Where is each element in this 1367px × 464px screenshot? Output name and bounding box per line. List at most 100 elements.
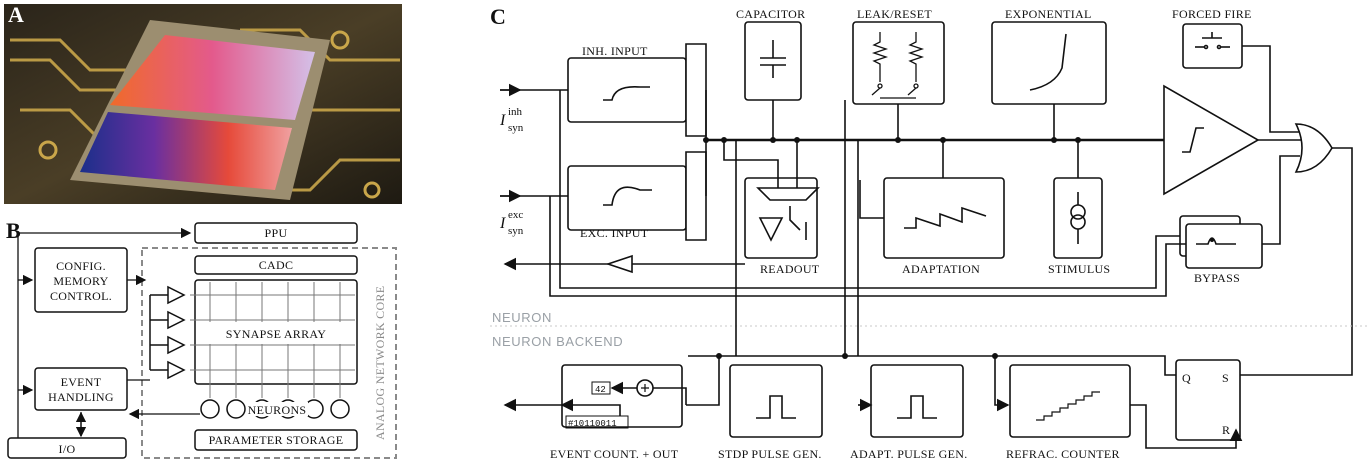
config-line-2: MEMORY — [53, 274, 108, 288]
adder-out-wire — [653, 387, 687, 405]
capacitor-label: CAPACITOR — [736, 7, 805, 21]
bypass-box — [1185, 223, 1263, 269]
exc-input-label: EXC. INPUT — [580, 226, 649, 240]
readout-box — [744, 177, 818, 259]
exc-input-buffer — [685, 151, 707, 241]
event-line-1: EVENT — [61, 375, 102, 389]
ff-s-label: S — [1222, 371, 1229, 385]
stdp-pulse-box — [729, 364, 823, 438]
stimulus-box — [1053, 177, 1103, 259]
stimulus-label: STIMULUS — [1048, 262, 1110, 276]
bypass-in-wire — [549, 196, 1186, 297]
ppu-label: PPU — [265, 226, 288, 240]
event-line-2: HANDLING — [48, 390, 114, 404]
capacitor-icon — [760, 40, 786, 78]
refrac-counter-box — [1009, 364, 1131, 438]
svg-text:syn: syn — [508, 122, 524, 134]
counter-value: 42 — [595, 385, 606, 395]
io-box — [7, 437, 127, 459]
synapse-array-label: SYNAPSE ARRAY — [226, 327, 327, 341]
staircase-icon — [1036, 391, 1100, 421]
chip-region-lower — [80, 112, 292, 190]
panel-c: C INH. INPUT EXC. INPUT I inh syn I exc … — [490, 4, 1367, 461]
i-syn-inh: I inh syn — [499, 83, 524, 134]
stdp-pulse-icon — [756, 395, 796, 419]
analog-core-label: ANALOG NETWORK CORE — [373, 286, 387, 440]
address-value: #10110011 — [568, 419, 617, 429]
inh-input-box — [567, 57, 687, 123]
switch-icon — [789, 206, 807, 240]
section-neuron-label: NEURON — [492, 310, 552, 325]
adapt-pulse-icon — [897, 395, 937, 419]
comparator-triangle — [1163, 84, 1260, 196]
event-handling-box — [34, 367, 128, 411]
board-pads — [38, 30, 381, 199]
exc-input-box — [567, 165, 687, 231]
bypass-to-or-wire — [1262, 155, 1300, 245]
cadc-label: CADC — [259, 258, 294, 272]
inh-kernel-icon — [603, 85, 650, 101]
backend-bus — [688, 355, 1176, 376]
ppu-box — [194, 222, 358, 244]
adaptation-label: ADAPTATION — [902, 262, 980, 276]
config-line-3: CONTROL. — [50, 289, 112, 303]
address-display — [565, 415, 629, 429]
cadc-box — [194, 255, 358, 275]
panel-c-label: C — [490, 4, 506, 29]
resistor-icon — [871, 32, 925, 99]
stdp-pulse-label: STDP PULSE GEN. — [718, 447, 822, 461]
comparator-icon — [1182, 127, 1204, 153]
readout-wire-1 — [723, 140, 779, 188]
or-out-wire — [1240, 147, 1353, 376]
counter-display — [591, 381, 611, 395]
sr-flipflop-box — [1175, 359, 1241, 441]
section-backend-label: NEURON BACKEND — [492, 334, 623, 349]
refrac-counter-label: REFRAC. COUNTER — [1006, 447, 1120, 461]
readout-buffer — [605, 254, 633, 274]
i-syn-exc: I exc syn — [499, 189, 524, 237]
bus-nodes — [703, 137, 1081, 143]
adaptation-box — [883, 177, 1005, 259]
parameter-storage-label: PARAMETER STORAGE — [209, 433, 344, 447]
event-in-wire — [686, 356, 720, 406]
forced-fire-label: FORCED FIRE — [1172, 7, 1252, 21]
leak-reset-label: LEAK/RESET — [857, 7, 932, 21]
refrac-to-ff-wire — [1130, 404, 1243, 449]
panel-a-label: A — [8, 2, 24, 27]
or-gate — [1294, 123, 1333, 173]
panel-b: B ANALOG NETWORK CORE PPU CONFIG. MEMORY… — [6, 218, 397, 459]
exc-kernel-icon — [603, 186, 652, 206]
svg-text:exc: exc — [508, 209, 523, 221]
chip-region-upper — [110, 35, 315, 120]
ff-q-label: Q — [1182, 371, 1191, 385]
leak-reset-box — [852, 21, 945, 105]
config-line-1: CONFIG. — [56, 259, 106, 273]
event-count-label: EVENT COUNT. + OUT — [550, 447, 679, 461]
capacitor-box — [744, 21, 802, 101]
ff-r-label: R — [1222, 423, 1230, 437]
svg-text:syn: syn — [508, 225, 524, 237]
inh-input-buffer — [685, 43, 707, 137]
panel-a: A — [4, 2, 402, 204]
pushbutton-icon — [1195, 32, 1230, 50]
exponential-label: EXPONENTIAL — [1005, 7, 1092, 21]
ff-to-or-wire — [1242, 45, 1300, 133]
bypass-in-wire-2 — [559, 90, 1180, 289]
io-label: I/O — [59, 442, 76, 456]
event-count-box — [561, 364, 683, 428]
synapse-drivers — [149, 285, 186, 380]
adaptation-in-wire — [859, 180, 884, 219]
neurons-label: NEURONS — [248, 403, 307, 417]
adapt-pulse-box — [870, 364, 964, 438]
svg-text:I: I — [499, 215, 506, 232]
readout-label: READOUT — [760, 262, 820, 276]
adapt-pulse-label: ADAPT. PULSE GEN. — [850, 447, 968, 461]
adaptation-icon — [904, 206, 987, 229]
bypass-label: BYPASS — [1194, 271, 1240, 285]
analog-core-box — [141, 247, 397, 459]
svg-text:inh: inh — [508, 106, 523, 118]
panel-b-wiring — [17, 227, 200, 438]
panel-b-label: B — [6, 218, 21, 243]
forced-fire-box — [1182, 23, 1243, 69]
